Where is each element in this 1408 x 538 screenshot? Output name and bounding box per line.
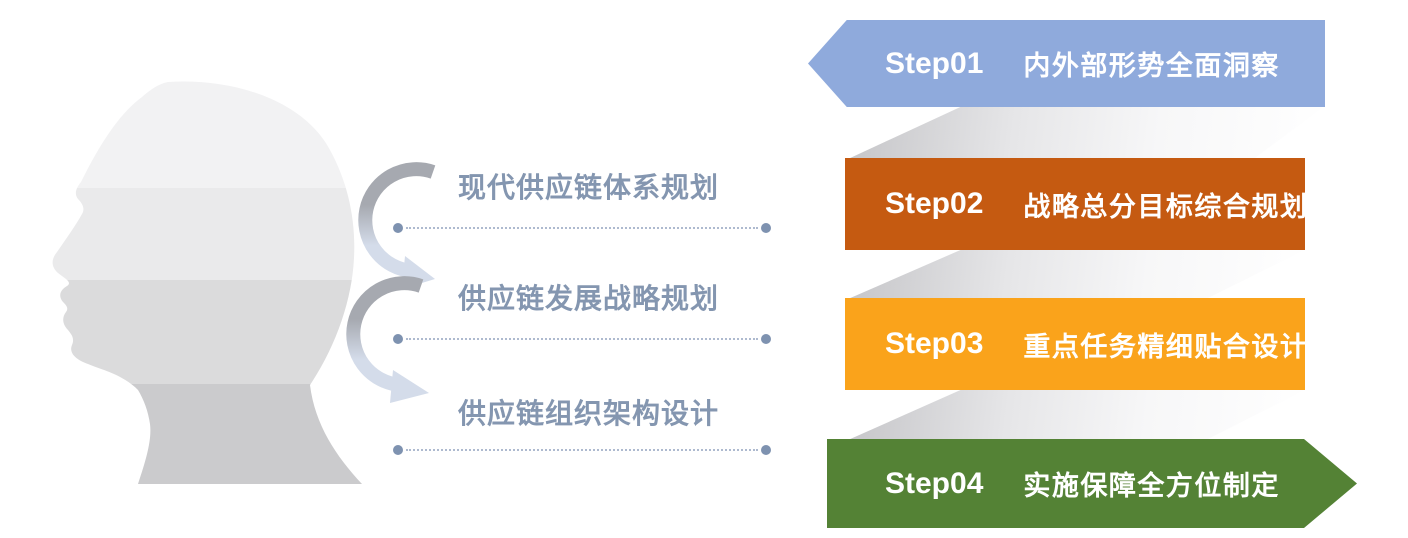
focus-label-1: 现代供应链体系规划 — [458, 172, 720, 203]
dotted-connector-3 — [393, 445, 771, 455]
ribbon-connector-2 — [848, 249, 1307, 299]
step-number: Step04 — [885, 466, 984, 500]
dotted-connector-2 — [393, 334, 771, 344]
step-number: Step03 — [885, 327, 984, 360]
ribbon-connector-1 — [848, 106, 1325, 159]
head-band-3 — [52, 280, 363, 384]
dotted-line — [406, 449, 758, 451]
dotted-line — [406, 338, 758, 340]
head-band-4 — [52, 384, 363, 484]
step-banner-2: Step02 战略总分目标综合规划 — [845, 158, 1309, 250]
endpoint-dot — [393, 334, 403, 344]
dotted-line — [406, 227, 758, 229]
endpoint-dot — [761, 223, 771, 233]
step-number: Step02 — [885, 187, 984, 220]
endpoint-dot — [761, 445, 771, 455]
step-title: 重点任务精细贴合设计 — [1023, 331, 1309, 362]
step-title: 实施保障全方位制定 — [1023, 471, 1280, 501]
step-banner-1: Step01 内外部形势全面洞察 — [808, 20, 1325, 107]
endpoint-dot — [761, 334, 771, 344]
step-banner-4: Step04 实施保障全方位制定 — [827, 439, 1357, 528]
focus-label-2: 供应链发展战略规划 — [458, 283, 720, 314]
curved-arrows-graphic — [346, 162, 436, 403]
focus-label-3: 供应链组织架构设计 — [458, 398, 720, 429]
dotted-connector-1 — [393, 223, 771, 233]
ribbon-connector-3 — [848, 389, 1307, 440]
step-title: 战略总分目标综合规划 — [1023, 191, 1309, 222]
head-band-1 — [52, 81, 363, 188]
step-title: 内外部形势全面洞察 — [1023, 51, 1280, 81]
step-banner-3: Step03 重点任务精细贴合设计 — [845, 298, 1309, 390]
head-band-2 — [52, 188, 363, 280]
endpoint-dot — [393, 445, 403, 455]
curved-arrow-icon — [346, 276, 429, 403]
head-silhouette-graphic — [52, 81, 363, 484]
endpoint-dot — [393, 223, 403, 233]
step-number: Step01 — [885, 46, 984, 80]
